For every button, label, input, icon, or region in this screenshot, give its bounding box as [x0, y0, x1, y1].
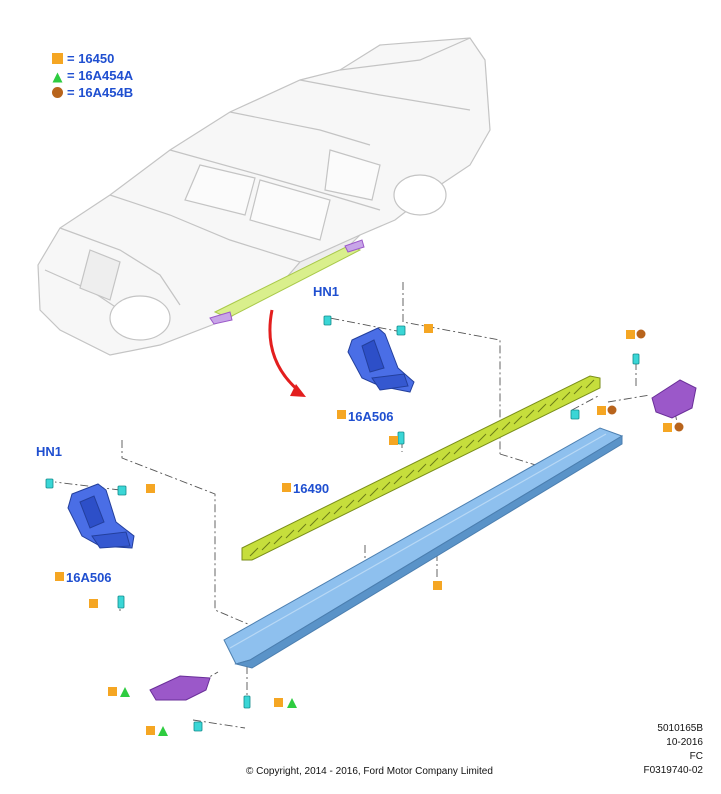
- orange-square-icon: [108, 687, 117, 696]
- drawing-ref: F0319740-02: [643, 765, 704, 776]
- drawing-fc: FC: [689, 751, 703, 762]
- brown-circle-icon: [607, 405, 617, 415]
- fastener-clip: [323, 315, 332, 326]
- green-triangle-icon: [120, 687, 130, 697]
- callout-bracket-right: 16A506: [348, 409, 394, 424]
- orange-square-icon: [663, 423, 672, 432]
- orange-square-icon: [282, 483, 291, 492]
- orange-square-icon: [146, 484, 155, 493]
- drawing-meta: 5010165B 10-2016 FC F0319740-02: [644, 722, 704, 778]
- end-cap-left-part: [149, 675, 211, 701]
- drawing-date: 10-2016: [666, 737, 703, 748]
- legend-label: = 16A454B: [67, 85, 134, 100]
- callout-hn1-right: HN1: [313, 284, 340, 299]
- fastener-bolt: [117, 595, 125, 609]
- drawing-code: 5010165B: [657, 723, 703, 734]
- red-arrow-icon: [268, 309, 301, 394]
- orange-square-icon: [626, 330, 635, 339]
- callout-bracket-left: 16A506: [66, 570, 112, 585]
- legend-label: = 16450: [67, 51, 115, 66]
- fastener-clip: [396, 325, 406, 336]
- orange-square-icon: [337, 410, 346, 419]
- legend: = 16450 = 16A454A = 16A454B: [52, 50, 133, 101]
- brown-circle-icon: [52, 87, 63, 98]
- legend-item: = 16450: [52, 50, 133, 67]
- part-markers: [55, 324, 684, 736]
- green-triangle-icon: [52, 70, 63, 83]
- green-triangle-icon: [158, 726, 168, 736]
- running-board-part: [223, 427, 624, 669]
- end-cap-right-part: [651, 379, 697, 419]
- fastener-bolt: [397, 431, 405, 445]
- callout-step-pad: 16490: [293, 481, 330, 496]
- green-triangle-icon: [287, 698, 297, 708]
- legend-item: = 16A454A: [52, 67, 133, 84]
- orange-square-icon: [274, 698, 283, 707]
- bracket-left-part: [67, 483, 135, 549]
- orange-square-icon: [52, 53, 63, 64]
- legend-item: = 16A454B: [52, 84, 133, 101]
- copyright-notice: © Copyright, 2014 - 2016, Ford Motor Com…: [246, 766, 493, 777]
- step-pad-part: [241, 375, 601, 561]
- fastener-clip: [570, 409, 580, 420]
- fastener-clip: [193, 721, 203, 732]
- truck-illustration: [37, 37, 491, 356]
- orange-square-icon: [389, 436, 398, 445]
- orange-square-icon: [424, 324, 433, 333]
- bracket-right-part: [347, 327, 415, 393]
- orange-square-icon: [55, 572, 64, 581]
- orange-square-icon: [433, 581, 442, 590]
- fastener-clip: [45, 478, 54, 489]
- brown-circle-icon: [636, 329, 646, 339]
- fasteners: [45, 315, 640, 732]
- callout-hn1-left: HN1: [36, 444, 63, 459]
- orange-square-icon: [597, 406, 606, 415]
- legend-label: = 16A454A: [67, 68, 134, 83]
- fastener-bolt: [632, 353, 640, 365]
- orange-square-icon: [146, 726, 155, 735]
- brown-circle-icon: [674, 422, 684, 432]
- orange-square-icon: [89, 599, 98, 608]
- fastener-clip: [117, 485, 127, 496]
- fastener-bolt: [243, 695, 251, 709]
